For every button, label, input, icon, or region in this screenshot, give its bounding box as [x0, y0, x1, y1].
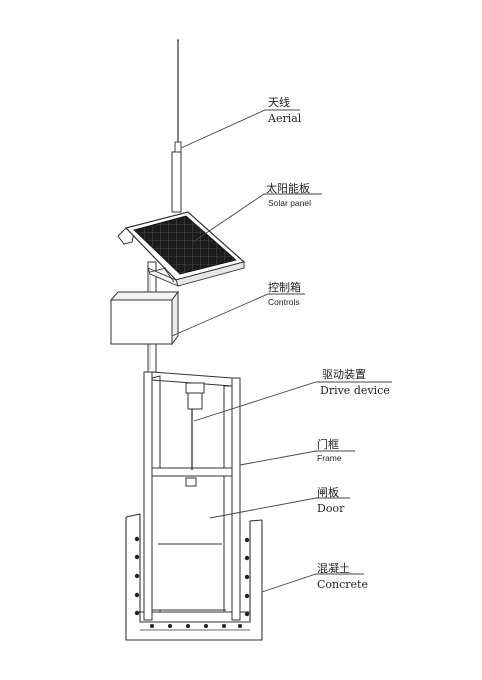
- control-box: [109, 290, 179, 346]
- concrete-channel: [125, 513, 263, 641]
- frame-label-zh: 门框: [317, 438, 339, 451]
- anchor-bolts: [134, 536, 250, 628]
- door-label-zh: 闸板: [317, 486, 339, 499]
- concrete-label-en: Concrete: [317, 578, 368, 591]
- gate-frame: [143, 371, 241, 621]
- drive-label-en: Drive device: [320, 384, 390, 397]
- drive-label-zh: 驱动装置: [322, 368, 366, 381]
- controls-label-en: Controls: [268, 297, 300, 307]
- aerial-label-zh: 天线: [268, 96, 290, 109]
- door-plate: [151, 475, 226, 611]
- door-label-en: Door: [317, 502, 345, 515]
- solar-panel: [117, 211, 246, 287]
- solar-label-zh: 太阳能板: [266, 182, 310, 195]
- drive-device: [185, 382, 205, 470]
- concrete-label-zh: 混凝土: [317, 562, 350, 575]
- leader-lines: [171, 109, 392, 593]
- aerial-rod: [174, 39, 182, 153]
- aerial-label-en: Aerial: [268, 112, 302, 125]
- controls-label-zh: 控制箱: [268, 281, 301, 294]
- frame-label-en: Frame: [317, 453, 342, 463]
- solar-label-en: Solar panel: [268, 198, 312, 208]
